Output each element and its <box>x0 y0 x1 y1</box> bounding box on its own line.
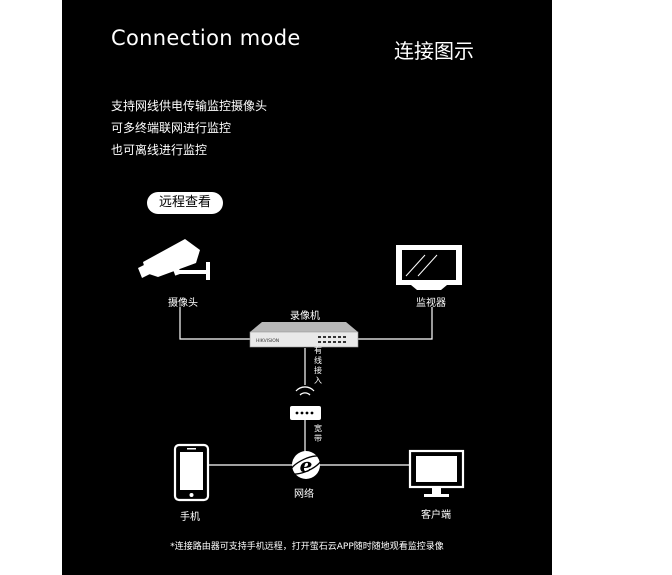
black-panel <box>62 0 552 575</box>
client-computer-icon <box>408 449 465 497</box>
title-chinese: 连接图示 <box>394 39 474 63</box>
phone-label: 手机 <box>180 512 200 523</box>
broadband-label: 宽带 <box>314 424 322 443</box>
wired-access-label: 有线接入 <box>314 346 322 385</box>
svg-text:e: e <box>300 453 313 477</box>
monitor-icon <box>396 245 462 290</box>
ie-icon: e <box>289 451 323 479</box>
feature-line-2: 可多终端联网进行监控 <box>111 121 232 135</box>
client-label: 客户端 <box>421 510 451 521</box>
camera-label: 摄像头 <box>168 298 198 309</box>
camera-nvr-line <box>179 307 254 340</box>
connector-lines <box>179 307 433 466</box>
footnote: *连接路由器可支持手机远程，打开萤石云APP随时随地观看监控录像 <box>170 542 444 552</box>
nvr-brand-text: HIKVISION <box>256 338 279 344</box>
router-icon <box>290 406 321 420</box>
network-label: 网络 <box>294 489 314 500</box>
camera-icon <box>138 239 210 280</box>
feature-line-3: 也可离线进行监控 <box>111 143 208 157</box>
wifi-icon <box>295 386 315 396</box>
monitor-label: 监视器 <box>416 298 446 309</box>
nvr-icon: HIKVISION <box>249 322 359 348</box>
title-english: Connection mode <box>111 26 301 50</box>
phone-icon <box>173 443 210 502</box>
nvr-label: 录像机 <box>290 311 320 322</box>
nvr-monitor-line <box>356 307 433 340</box>
remote-view-pill: 远程查看 <box>147 192 223 214</box>
feature-line-1: 支持网线供电传输监控摄像头 <box>111 99 268 113</box>
